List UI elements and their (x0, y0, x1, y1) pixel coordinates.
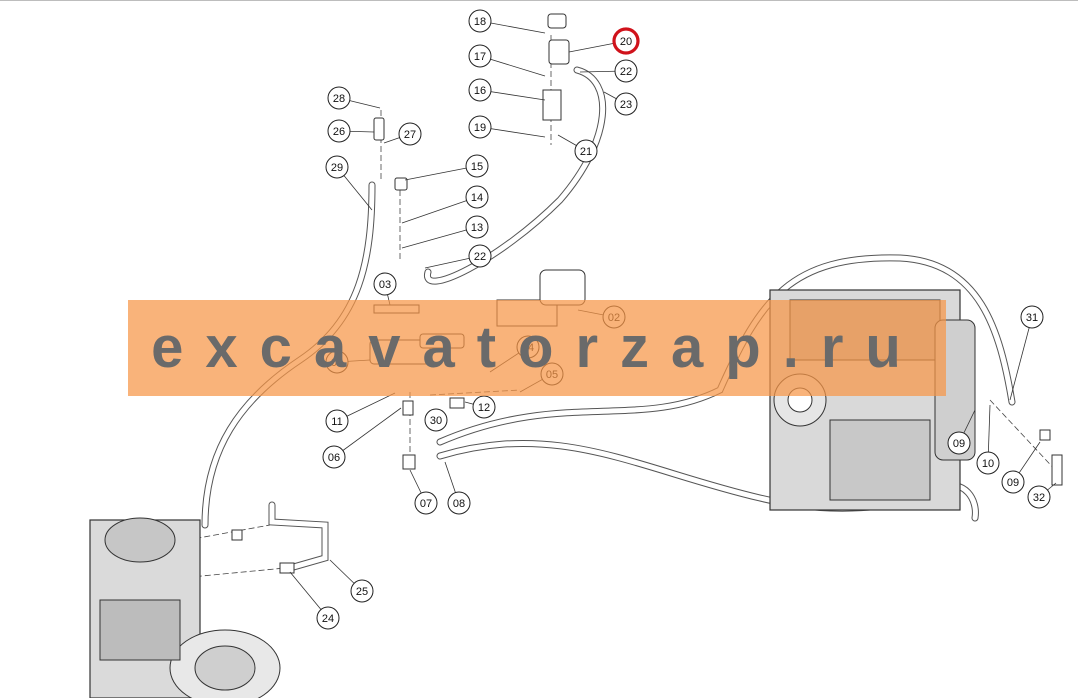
axle-assembly (89, 517, 281, 698)
callout-circle (327, 119, 351, 143)
callout-label-18[interactable]: 18 (474, 16, 486, 28)
callout-label-23[interactable]: 23 (620, 99, 632, 111)
callout-circle (465, 215, 489, 239)
callout-circle (414, 491, 438, 515)
callout-circle (325, 409, 349, 433)
callout-label-25[interactable]: 25 (356, 586, 368, 598)
callout-label-08[interactable]: 08 (453, 498, 465, 510)
callout-label-28[interactable]: 28 (333, 93, 345, 105)
elbow-26 (373, 117, 385, 141)
callout-label-07[interactable]: 07 (420, 498, 432, 510)
callout-label-27[interactable]: 27 (404, 129, 416, 141)
callout-label-26[interactable]: 26 (333, 126, 345, 138)
callout-label-09[interactable]: 09 (1007, 477, 1019, 489)
bracket-16 (542, 89, 562, 121)
callout-circle (1027, 485, 1051, 509)
callout-circle (468, 44, 492, 68)
callout-label-30[interactable]: 30 (430, 415, 442, 427)
highlighted-callout-circle (612, 27, 640, 55)
fitting-07 (402, 454, 416, 470)
watermark: excavatorzap.ru (128, 300, 946, 396)
callout-label-31[interactable]: 31 (1026, 312, 1038, 324)
fitting-15 (394, 177, 408, 191)
callout-circle (947, 431, 971, 455)
callout-circle (574, 139, 598, 163)
callout-label-09[interactable]: 09 (953, 438, 965, 450)
callout-label-03[interactable]: 03 (379, 279, 391, 291)
hoses (201, 66, 1016, 572)
callout-circle (465, 185, 489, 209)
callout-circle (472, 395, 496, 419)
callout-circle (424, 408, 448, 432)
callout-circle (398, 122, 422, 146)
callout-circle (614, 92, 638, 116)
callout-circle (468, 78, 492, 102)
fitting-06 (402, 400, 414, 416)
leader-line-31 (1009, 316, 1033, 401)
callout-label-14[interactable]: 14 (471, 192, 483, 204)
leader-line-06 (333, 407, 402, 458)
callout-label-29[interactable]: 29 (331, 162, 343, 174)
callout-circle (350, 579, 374, 603)
callout-label-19[interactable]: 19 (474, 122, 486, 134)
callout-circle (327, 86, 351, 110)
callout-label-22[interactable]: 22 (474, 251, 486, 263)
callout-label-20[interactable]: 20 (620, 36, 632, 48)
callout-circle (976, 451, 1000, 475)
callout-label-11[interactable]: 11 (331, 416, 342, 428)
callout-label-10[interactable]: 10 (982, 458, 994, 470)
fitting-12 (449, 397, 465, 409)
fitting-24 (279, 562, 295, 574)
leader-line-13 (401, 226, 478, 249)
solenoid-cap (547, 13, 567, 29)
callout-label-16[interactable]: 16 (474, 85, 486, 97)
callout-circle (1020, 305, 1044, 329)
leader-line-14 (401, 196, 478, 224)
fitting-09 (1039, 429, 1051, 441)
callout-circle (1001, 470, 1025, 494)
callout-label-17[interactable]: 17 (474, 51, 486, 63)
callout-label-22[interactable]: 22 (620, 66, 632, 78)
callout-circle (322, 445, 346, 469)
callout-label-12[interactable]: 12 (478, 402, 490, 414)
callout-circle (465, 154, 489, 178)
solenoid-coil (548, 39, 570, 65)
callout-circle (614, 59, 638, 83)
callout-label-13[interactable]: 13 (471, 222, 483, 234)
callout-label-32[interactable]: 32 (1033, 492, 1045, 504)
callout-label-21[interactable]: 21 (580, 146, 592, 158)
fitting-32 (1051, 454, 1063, 486)
callout-circle (325, 155, 349, 179)
callout-label-06[interactable]: 06 (328, 452, 340, 464)
callout-circle (468, 244, 492, 268)
callout-circle (316, 606, 340, 630)
leader-line-15 (404, 165, 478, 181)
top-border-line (0, 0, 1078, 1)
callout-label-15[interactable]: 15 (471, 161, 483, 173)
callout-circle (468, 9, 492, 33)
callout-circle (373, 272, 397, 296)
fitting-24a (231, 529, 243, 541)
callout-circle (447, 491, 471, 515)
callout-label-24[interactable]: 24 (322, 613, 334, 625)
callout-circle (468, 115, 492, 139)
